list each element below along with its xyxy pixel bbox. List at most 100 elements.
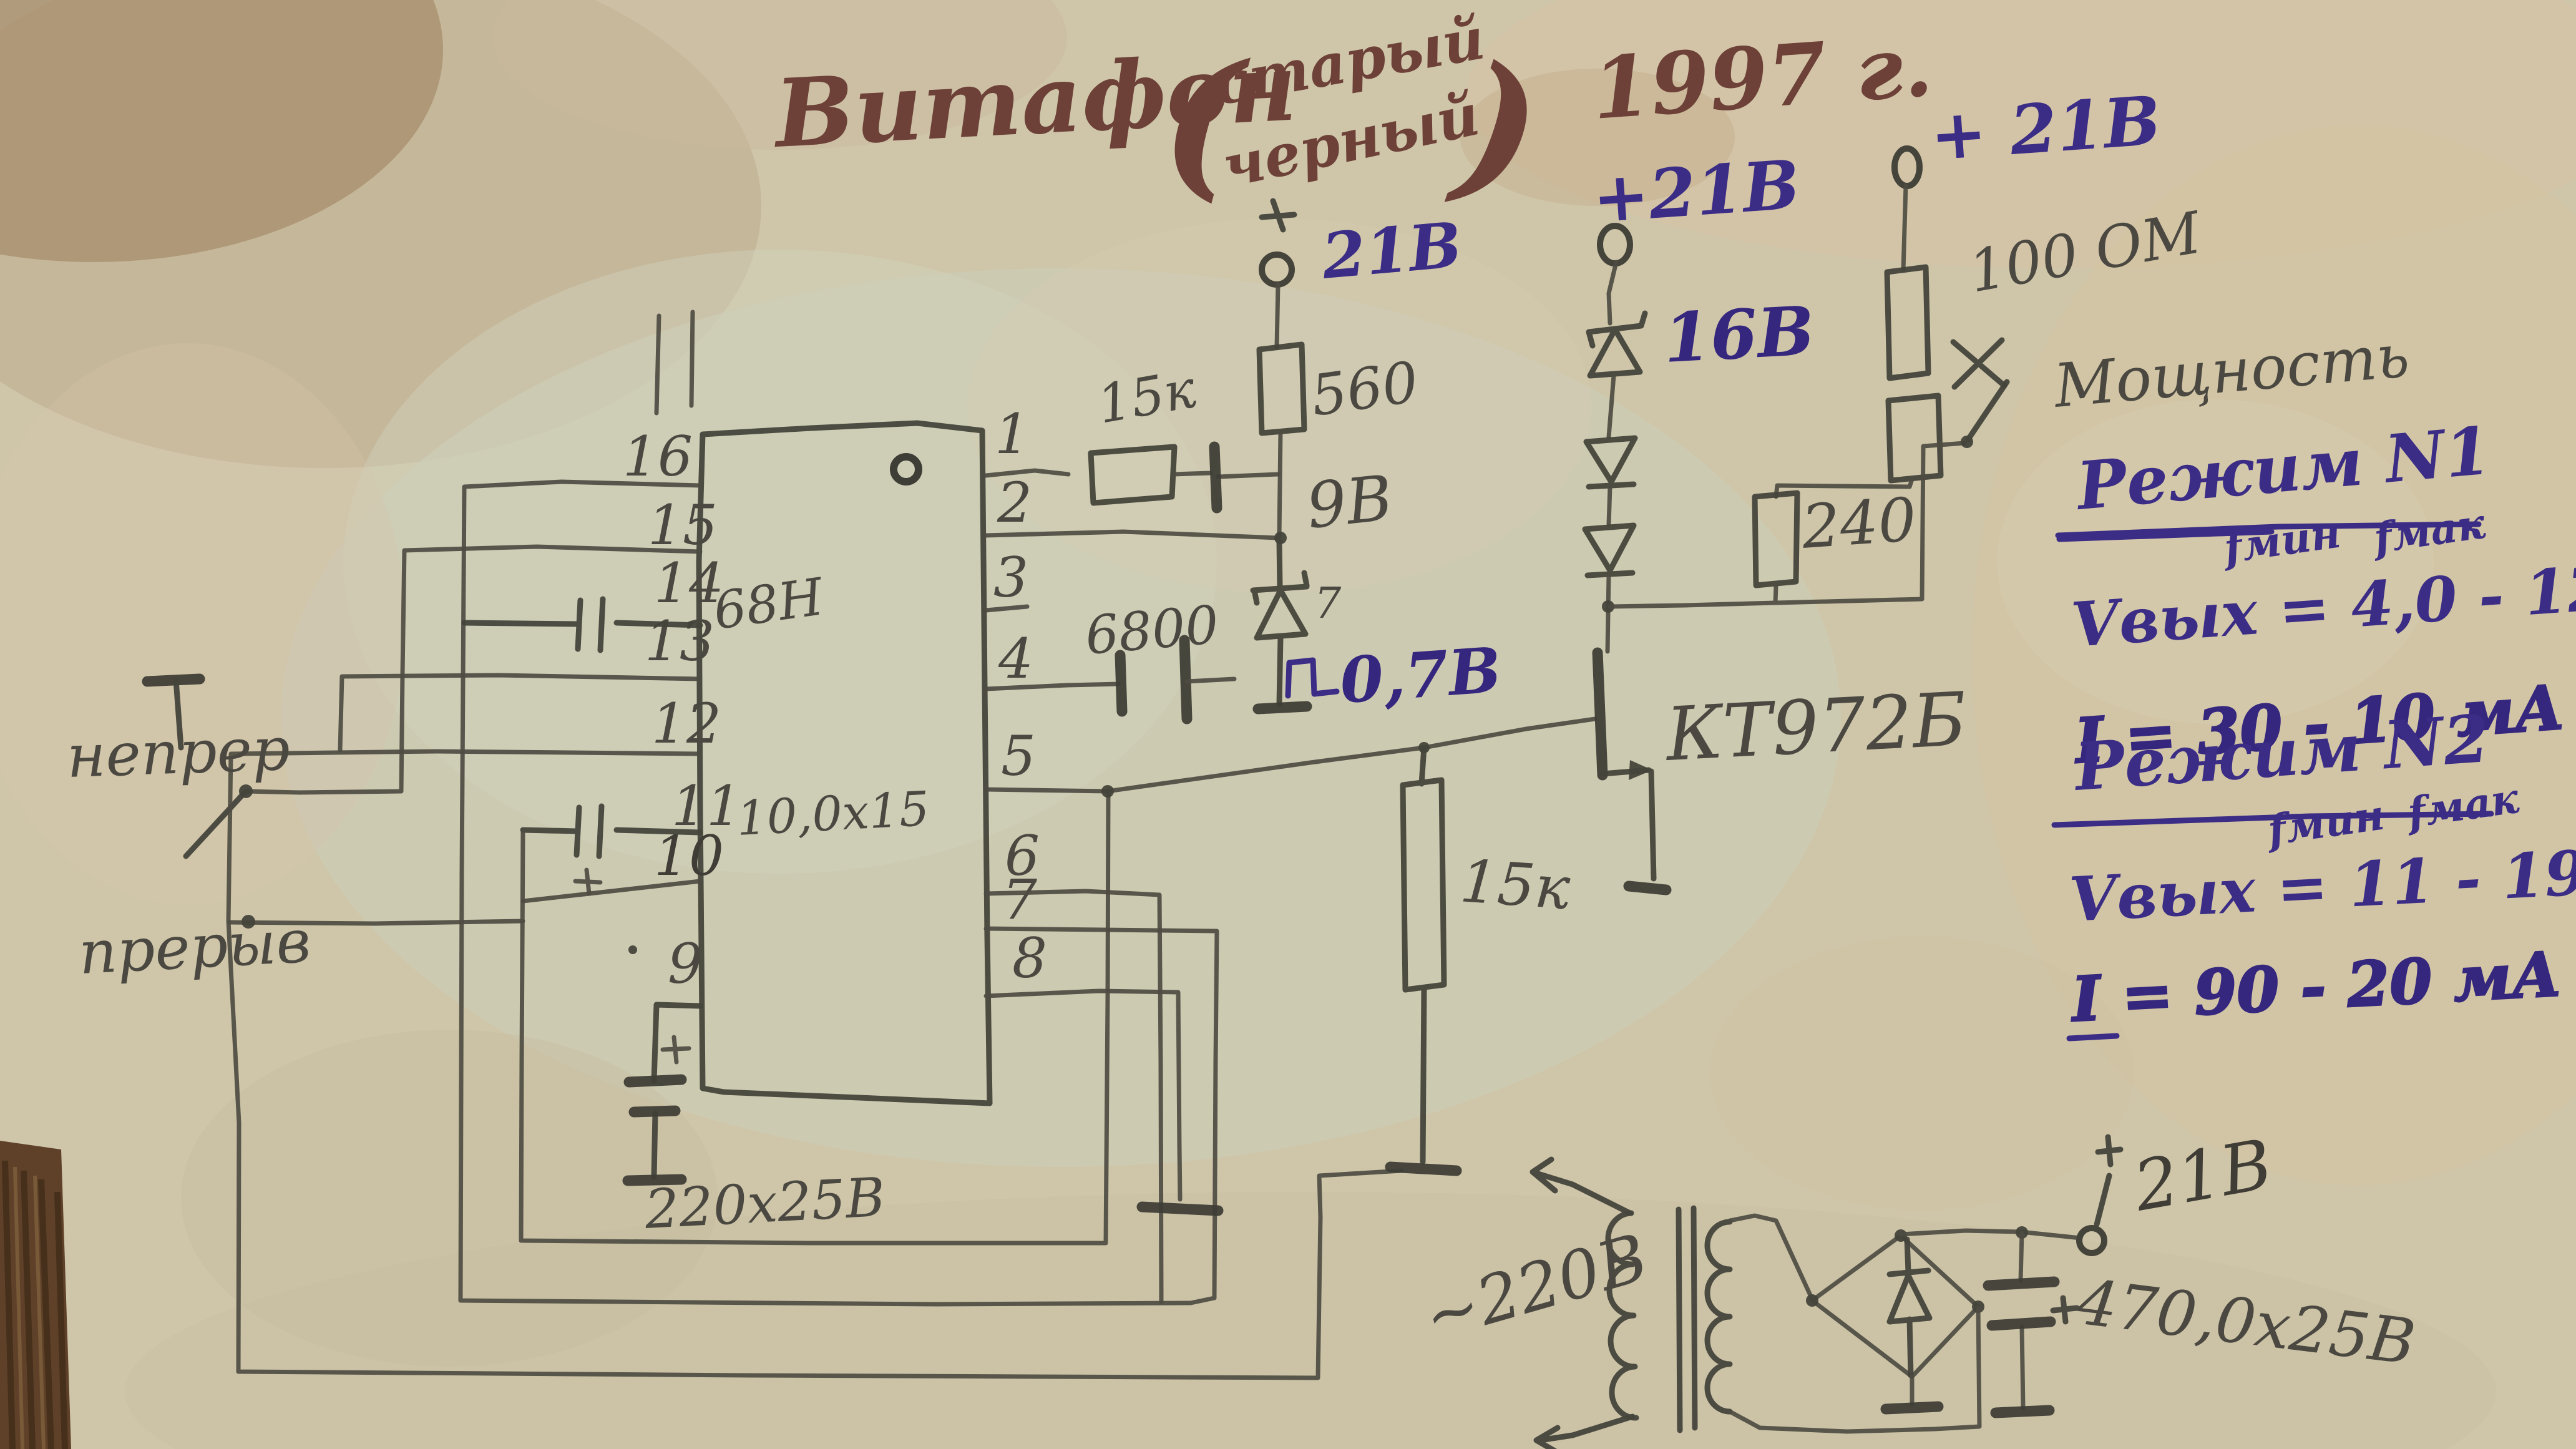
zener-9v — [1250, 539, 1310, 707]
wire-pin3 — [983, 604, 1030, 613]
secondary-top-lead — [1727, 1213, 1815, 1302]
title-name: Витафон — [770, 32, 1299, 169]
cap-main-plus — [2050, 1295, 2080, 1325]
cap-220-plus — [660, 1035, 691, 1065]
pin-label-13: 13 — [645, 609, 715, 673]
wire-560-to-9v — [1277, 429, 1283, 539]
label-intermittent: прерыв — [77, 907, 312, 988]
ic-pin-labels: 16 15 14 13 12 11 10 9 1 2 3 4 5 6 7 8 — [623, 402, 1047, 996]
cap-pin14 — [461, 596, 703, 653]
mains-lead-bottom — [1533, 1413, 1636, 1449]
label-r-base: 15к — [1458, 847, 1573, 923]
switch-contact-lower — [242, 915, 255, 929]
psu-plus-rail — [1898, 1228, 2083, 1241]
terminal-continuous-stem — [173, 677, 184, 751]
pin-label-8: 8 — [1012, 926, 1047, 990]
label-9v: 9В — [1303, 461, 1396, 543]
wire-pin11-loop-pin5 — [519, 790, 1111, 1246]
label-r240: 240 — [1799, 484, 1919, 562]
stray-marks — [654, 310, 695, 416]
wire-pin6 — [983, 889, 1164, 1304]
pulse-glyph — [1285, 657, 1340, 699]
pin-label-11: 11 — [671, 774, 741, 838]
wire-560-top — [1274, 282, 1281, 349]
wire-pin10 — [520, 879, 703, 904]
wire-chain-collector — [1605, 573, 1611, 654]
wire-intermittent — [227, 919, 525, 926]
wire-chain-2 — [1606, 373, 1616, 439]
wire-chain-1 — [1606, 260, 1619, 326]
secondary-bottom-loop — [1727, 1305, 1982, 1434]
switch-continuous-arm — [183, 789, 248, 859]
wire-pin4 — [983, 681, 1121, 691]
terminal-psu-out — [2076, 1225, 2107, 1256]
psu-out-plus — [2094, 1134, 2124, 1227]
label-zener-mark: 7 — [1314, 579, 1342, 628]
wire-240-bottom-rail — [1608, 441, 1967, 609]
bridge-left-dot — [1806, 1294, 1818, 1307]
switch-contact-upper — [239, 784, 253, 798]
ground-cap-main — [1990, 1405, 2055, 1418]
pin-label-1: 1 — [995, 402, 1030, 466]
label-continuous: непрер — [66, 715, 291, 791]
cap-plate-pin1 — [1209, 441, 1222, 514]
mode2-underline — [2051, 811, 2494, 828]
label-pulse-level: 0,7В — [1337, 633, 1503, 718]
wire-pin2 — [983, 529, 1281, 540]
cap-main-leads — [2018, 1231, 2026, 1410]
wire-pin5-base — [983, 716, 1598, 794]
resistor-15k-pin1 — [1088, 444, 1178, 506]
resistor-100-upper — [1884, 264, 1931, 381]
ground-bridge — [1880, 1401, 1944, 1415]
wire-pin16-loop-pin7 — [458, 479, 1219, 1307]
switch-power-lever — [1965, 379, 2010, 442]
ground-9v — [1252, 701, 1312, 715]
mode1-underline — [2055, 521, 2482, 542]
wire-pin1 — [983, 468, 1071, 478]
ic-orientation-dot — [890, 453, 922, 485]
pin-label-4: 4 — [998, 627, 1033, 691]
wood-table-edge — [0, 1141, 71, 1449]
label-v21-top: + 21В — [1928, 81, 2164, 175]
label-v-zener: 16В — [1662, 291, 1817, 378]
cap-main-plates — [1983, 1276, 2060, 1331]
ic-part-bottom: 10,0х15 — [735, 781, 930, 846]
ground-15k-base — [1385, 1161, 1462, 1176]
cap-220-plates — [622, 1074, 687, 1186]
wire-top-terminal — [1901, 183, 1908, 272]
label-transistor: КТ972Б — [1662, 676, 1969, 778]
label-c-pin4: 6800 — [1083, 594, 1221, 666]
transistor-base-bar — [1592, 647, 1608, 781]
resistor-15k-base — [1400, 744, 1447, 1165]
wire-chain-3 — [1606, 484, 1612, 527]
cap-220-branch — [651, 1002, 703, 1180]
wire-pin13-bracket — [338, 673, 703, 753]
title-year: 1997 г. — [1589, 16, 1935, 139]
secondary-coil — [1704, 1219, 1733, 1415]
ic-outline — [696, 420, 993, 1106]
pin-label-14: 14 — [654, 551, 724, 615]
switch-power-x — [1950, 337, 2008, 390]
mode2-i-underline — [2066, 1033, 2120, 1042]
zener-16v — [1586, 310, 1648, 379]
resistor-560 — [1256, 341, 1307, 436]
ground-emitter — [1623, 881, 1672, 895]
label-v21-560: 21В — [1319, 208, 1465, 293]
cap-6800-plates — [1115, 635, 1193, 724]
pin-label-7: 7 — [1002, 867, 1037, 932]
wire-pin8-ground — [983, 988, 1183, 1202]
mains-lead-top — [1530, 1156, 1633, 1216]
junction-pin5 — [1101, 785, 1114, 798]
label-560: 560 — [1307, 349, 1422, 429]
wire-r15k-to-cap — [1171, 471, 1281, 479]
cap-pin11-plus — [573, 867, 603, 896]
pin-label-2: 2 — [997, 471, 1032, 535]
primary-coil — [1605, 1210, 1639, 1421]
pin-label-15: 15 — [648, 493, 718, 557]
wire-to-240 — [1773, 477, 1915, 499]
pin-label-16: 16 — [623, 424, 693, 489]
ground-pin8 — [1136, 1201, 1224, 1216]
label-cap-220: 220х25В — [643, 1166, 887, 1241]
plus-560 — [1259, 198, 1297, 233]
transistor-emitter-arrow — [1629, 760, 1652, 780]
